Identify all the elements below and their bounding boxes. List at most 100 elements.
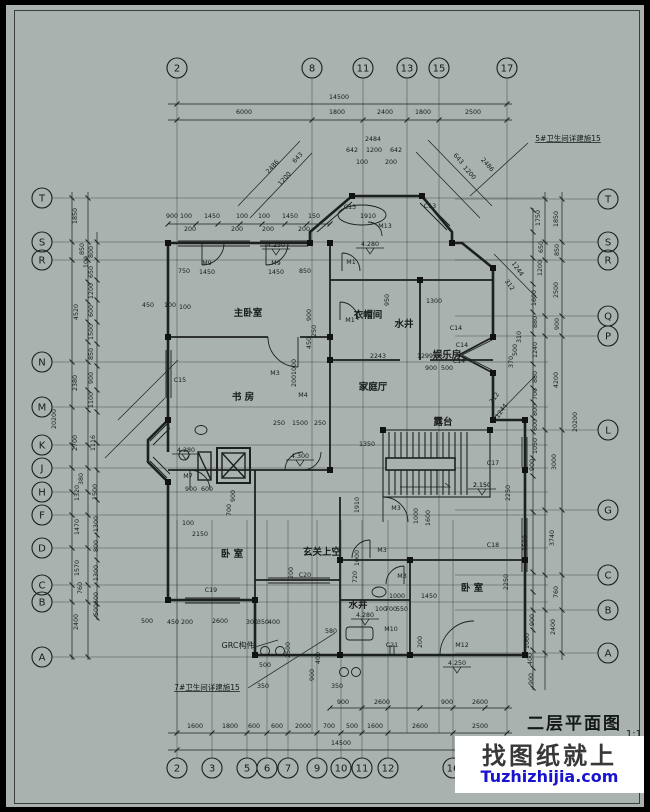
dim-label: 1000: [413, 508, 420, 524]
dim-tick: [530, 627, 536, 633]
dim-label: 2600: [472, 699, 488, 706]
dim-label: 720: [352, 571, 359, 583]
dim-label: 100: [164, 302, 176, 309]
dim-tick: [69, 545, 75, 551]
dim-label: 4200: [553, 372, 560, 388]
dim-label: 2500: [553, 282, 560, 298]
dim-label: 550: [396, 606, 408, 613]
dim-tick: [85, 407, 91, 413]
dim-tick: [174, 117, 180, 123]
dim-tick: [85, 239, 91, 245]
axis-label-P: P: [605, 332, 611, 343]
axis-label-16: 16: [447, 764, 460, 775]
dim-tick: [450, 705, 456, 711]
dim-tick: [450, 730, 456, 736]
dim-tick: [530, 429, 536, 435]
dim-label: 1116: [90, 435, 97, 451]
axis-label-R: R: [605, 256, 612, 267]
dim-tick: [359, 730, 365, 736]
level-triangle: [271, 248, 281, 256]
dimension-lines: [69, 101, 565, 753]
dim-tick: [94, 341, 100, 347]
dim-label: 1320: [74, 485, 81, 501]
axis-label-K: K: [39, 441, 46, 452]
drawing-scale: 1:1: [625, 729, 642, 740]
paper-background: [6, 5, 644, 807]
dim-tick: [304, 221, 310, 227]
dim-label: 380: [78, 473, 85, 485]
dim-label: M3: [397, 573, 406, 580]
dim-label: 600: [88, 305, 95, 317]
dim-label: 900: [554, 318, 561, 330]
dim-label: 20200: [51, 409, 58, 429]
dim-tick: [482, 705, 488, 711]
dim-label: 600: [271, 723, 283, 730]
dim-label: 2600: [374, 699, 390, 706]
dim-label: 643: [451, 152, 464, 166]
room-label: 书 房: [232, 391, 254, 403]
dim-label: 900: [337, 699, 349, 706]
dim-tick: [85, 545, 91, 551]
watermark-site-link[interactable]: Tuzhizhijia.com: [480, 766, 619, 786]
axis-bubble-6: [256, 757, 278, 779]
dim-tick: [94, 467, 100, 473]
dim-tick: [530, 415, 536, 421]
axis-label-S: S: [605, 238, 611, 249]
dim-label: C15: [174, 377, 186, 384]
dim-tick: [530, 685, 536, 691]
axis-label-H: H: [38, 488, 46, 499]
dim-label: 650: [88, 266, 95, 278]
doors: [189, 221, 475, 656]
dim-label: 100: [356, 159, 368, 166]
dim-label: 350: [257, 619, 269, 626]
dim-tick: [436, 117, 442, 123]
dim-label: 900: [528, 673, 535, 685]
dim-tick: [94, 297, 100, 303]
dim-label: 950: [384, 294, 391, 306]
dim-label: 1850: [553, 211, 560, 227]
dim-label: 880: [532, 316, 539, 328]
dim-tick: [94, 409, 100, 415]
dim-label: 200: [417, 636, 424, 648]
dim-label: M13: [378, 223, 391, 230]
elevator-shaft: [197, 447, 251, 484]
dim-label: 1500: [88, 324, 95, 340]
dim-label: 1500: [522, 535, 529, 551]
dim-tick: [559, 313, 565, 319]
dim-tick: [69, 489, 75, 495]
level-value: 2.150: [473, 482, 491, 489]
dim-label: 450: [167, 619, 179, 626]
dim-tick: [404, 117, 410, 123]
drawing-title: 二层平面图: [527, 714, 622, 734]
dim-label: 2400: [377, 109, 393, 116]
dim-label: 1300: [93, 565, 100, 581]
watermark: 找图纸就上 Tuzhizhijia.com: [455, 736, 644, 793]
dim-tick: [559, 196, 565, 202]
dim-label: 642: [390, 147, 402, 154]
dim-label: 312: [503, 278, 516, 292]
dim-tick: [417, 705, 423, 711]
axis-label-M: M: [38, 403, 47, 414]
dim-tick: [559, 572, 565, 578]
axis-label-13: 13: [401, 64, 414, 75]
dim-label: 1240: [532, 342, 539, 358]
dim-tick: [542, 239, 548, 245]
dim-label: 370: [508, 356, 515, 368]
dim-tick: [94, 257, 100, 263]
dim-tick: [85, 599, 91, 605]
dim-label: 700: [532, 388, 539, 400]
room-labels: 主卧室书 房衣帽间水井家庭厅娱乐房露台卧 室玄关上空卧 室水井: [221, 307, 484, 611]
dim-tick: [530, 207, 536, 213]
dim-label: M3: [270, 370, 279, 377]
dim-label: 1200: [537, 260, 544, 276]
fixtures: [178, 204, 387, 677]
dim-tick: [559, 257, 565, 263]
dim-label: 1000: [291, 359, 298, 375]
dim-tick: [237, 221, 243, 227]
axis-label-S: S: [39, 238, 45, 249]
dim-label: 900: [88, 372, 95, 384]
staircase: [382, 429, 491, 498]
dim-label: 2250: [503, 574, 510, 590]
dim-tick: [69, 404, 75, 410]
